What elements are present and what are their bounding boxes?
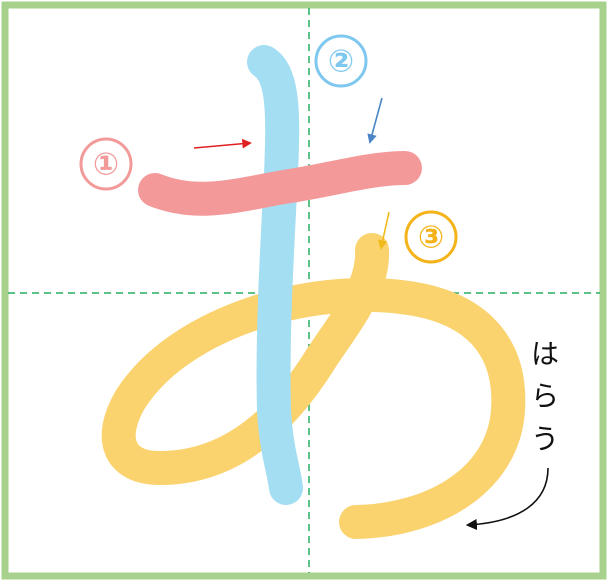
stroke-1-number: ①: [93, 147, 119, 183]
stroke-2-direction-arrow: [367, 97, 383, 144]
stroke-1-path: [138, 151, 422, 216]
harau-arrow: [465, 467, 549, 531]
harau-char-1: は: [531, 338, 559, 371]
harau-annotation: は ら う: [465, 338, 559, 531]
stroke-3-number-badge: ③: [404, 210, 458, 264]
stroke-3-path: [101, 233, 526, 539]
stroke-2-number: ②: [328, 44, 354, 80]
stroke-3-number: ③: [418, 220, 444, 256]
stroke-1-number-badge: ①: [79, 137, 133, 191]
stroke-2-path: [247, 45, 303, 505]
harau-char-2: ら: [531, 380, 559, 413]
stroke-3-direction-arrow: [377, 211, 390, 250]
stroke-2-number-badge: ②: [314, 34, 368, 88]
stroke-1-direction-arrow: [193, 138, 252, 149]
harau-char-3: う: [531, 423, 559, 456]
